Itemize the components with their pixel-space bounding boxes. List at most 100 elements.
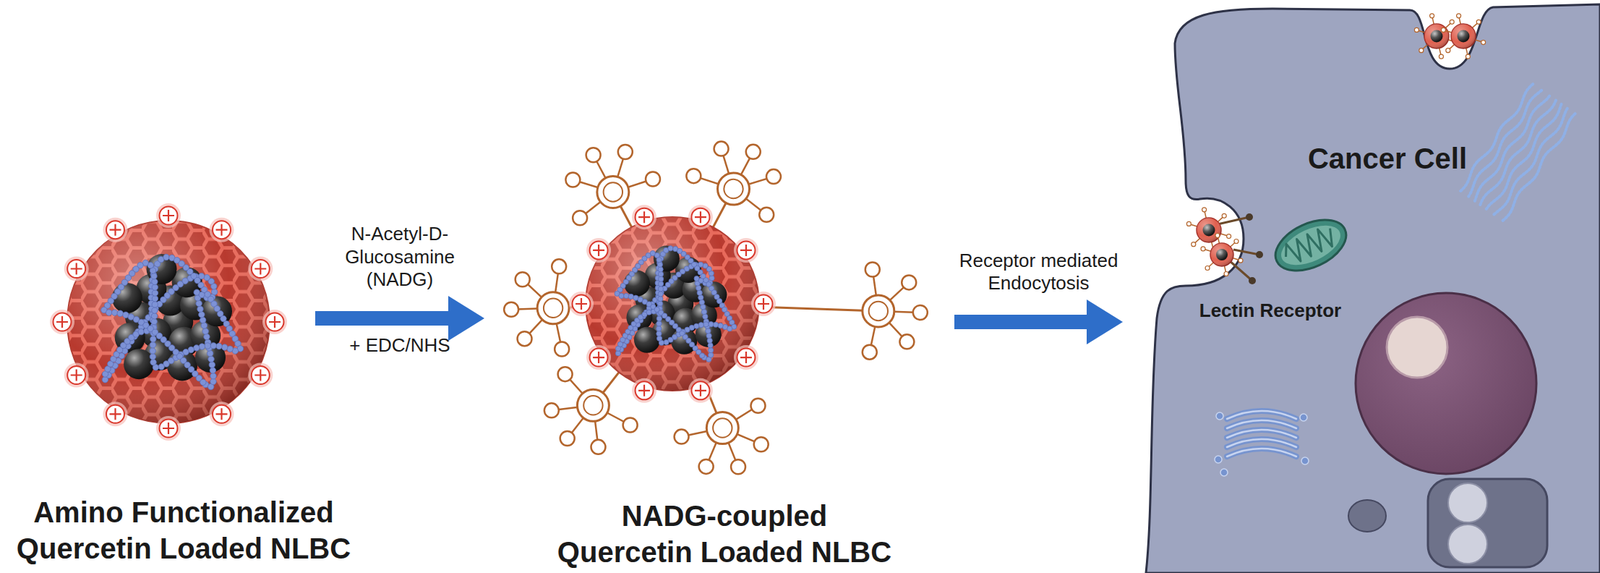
charge-ring [572, 294, 591, 314]
receptor-label: Lectin Receptor [1199, 298, 1342, 323]
ligand-group [560, 430, 575, 446]
golgi-vesicle [1214, 455, 1222, 463]
mini-ligand-end [1191, 242, 1196, 247]
charge-glow [586, 344, 611, 370]
charge-ring [589, 240, 609, 259]
nanoparticle-illustration [503, 141, 928, 475]
drug-sphere [695, 321, 722, 348]
ligand-group [565, 172, 580, 188]
ligand-group [517, 331, 533, 346]
ligand-group [572, 210, 588, 225]
polymer-bead [209, 367, 216, 374]
ligand-group [586, 147, 601, 162]
positive-charge [631, 378, 657, 403]
polymer-bead [698, 294, 704, 301]
polymer-bead [197, 305, 204, 312]
polymer-bead [658, 276, 664, 282]
polymer-bead [203, 274, 210, 281]
ligand-group [754, 436, 769, 452]
polymer-bead [656, 326, 662, 332]
positive-charge [156, 203, 181, 228]
charge-ring [159, 206, 178, 225]
positive-charge [247, 362, 273, 388]
ligand-group [623, 417, 638, 432]
nucleus [1355, 292, 1537, 474]
ligand-inner-ring [603, 182, 623, 201]
nanoparticle: NADG-coupled Quercetin Loaded NLBC [509, 101, 940, 492]
particle-label: NADG-coupled Quercetin Loaded NLBC [554, 497, 895, 570]
mito-cristae [1281, 224, 1338, 267]
golgi-apparatus [1214, 410, 1309, 476]
charge-plus [109, 224, 122, 236]
polymer-bead [149, 341, 156, 348]
charge-glow [103, 401, 128, 426]
ligand-inner-ring [712, 417, 732, 437]
mini-ligand-end [1221, 213, 1227, 218]
drug-sphere [626, 304, 653, 331]
charge-ring [67, 365, 86, 384]
shell-shading [585, 216, 760, 391]
mini-ligand-end [1202, 207, 1207, 212]
polymer-bead [709, 275, 715, 281]
polymer-chain [101, 253, 244, 390]
mini-ligand-end [1440, 27, 1446, 32]
mini-shell [1451, 23, 1476, 49]
positive-charge [247, 256, 273, 282]
mini-ligand-end [1234, 239, 1239, 244]
charge-glow [631, 378, 657, 403]
charge-plus [268, 315, 281, 328]
charge-glow [751, 291, 776, 316]
polymer-bead [111, 309, 118, 316]
ligand-inner-ring [583, 395, 603, 415]
charge-plus [575, 297, 588, 310]
mini-shell [1196, 217, 1222, 243]
mini-ligand-end [1224, 271, 1229, 277]
positive-charge [631, 204, 657, 230]
nadg-ligand [756, 262, 928, 360]
polymer-bead [151, 273, 157, 280]
charge-ring [736, 240, 755, 259]
quercetin-core [112, 253, 233, 381]
polymer-bead [198, 343, 205, 350]
charge-glow [586, 237, 611, 263]
mini-ligand-end [1476, 19, 1481, 24]
mini-shading [1210, 242, 1234, 267]
golgi-cisterna [1226, 448, 1297, 457]
positive-charge [103, 217, 128, 243]
polymer-bead [138, 328, 144, 335]
polymer-bead [657, 300, 663, 306]
polymer-bead [117, 310, 123, 316]
receptor-knob [1255, 250, 1264, 259]
drug-sphere [114, 322, 146, 353]
arrow-shaft [954, 314, 1089, 329]
positive-charge [64, 256, 89, 282]
reagent-label: + EDC/NHS [349, 334, 450, 357]
mini-ligand-end [1186, 221, 1191, 226]
ligand-group [554, 341, 570, 356]
polymer-bead [707, 337, 713, 343]
nanoparticle: Amino Functionalized Quercetin Loaded NL… [50, 203, 287, 440]
particle-label: Amino Functionalized Quercetin Loaded NL… [13, 493, 354, 567]
positive-charge [209, 401, 235, 426]
positive-charge [751, 291, 776, 316]
polymer-bead [151, 284, 158, 290]
er-membrane [1493, 107, 1572, 217]
golgi-lumen [1226, 448, 1297, 457]
polymer-bead [208, 355, 215, 362]
polymer-bead [657, 261, 663, 267]
golgi-vesicle [1301, 456, 1309, 465]
nadg-ligand [544, 366, 638, 455]
cancer-cell: Cancer CellLectin Receptor [1145, 0, 1600, 573]
polymer-bead [163, 253, 170, 260]
polymer-bead [663, 339, 669, 345]
polymer-bead [656, 335, 662, 341]
ligand-ring [597, 175, 630, 208]
charge-plus [694, 211, 707, 223]
positive-charge [262, 309, 288, 335]
ligand-group [865, 262, 880, 277]
polymer-bead [150, 336, 157, 342]
charge-glow [247, 362, 273, 388]
lysosome [1427, 478, 1548, 567]
mitochondrion [1267, 209, 1355, 281]
charge-ring [212, 404, 231, 423]
